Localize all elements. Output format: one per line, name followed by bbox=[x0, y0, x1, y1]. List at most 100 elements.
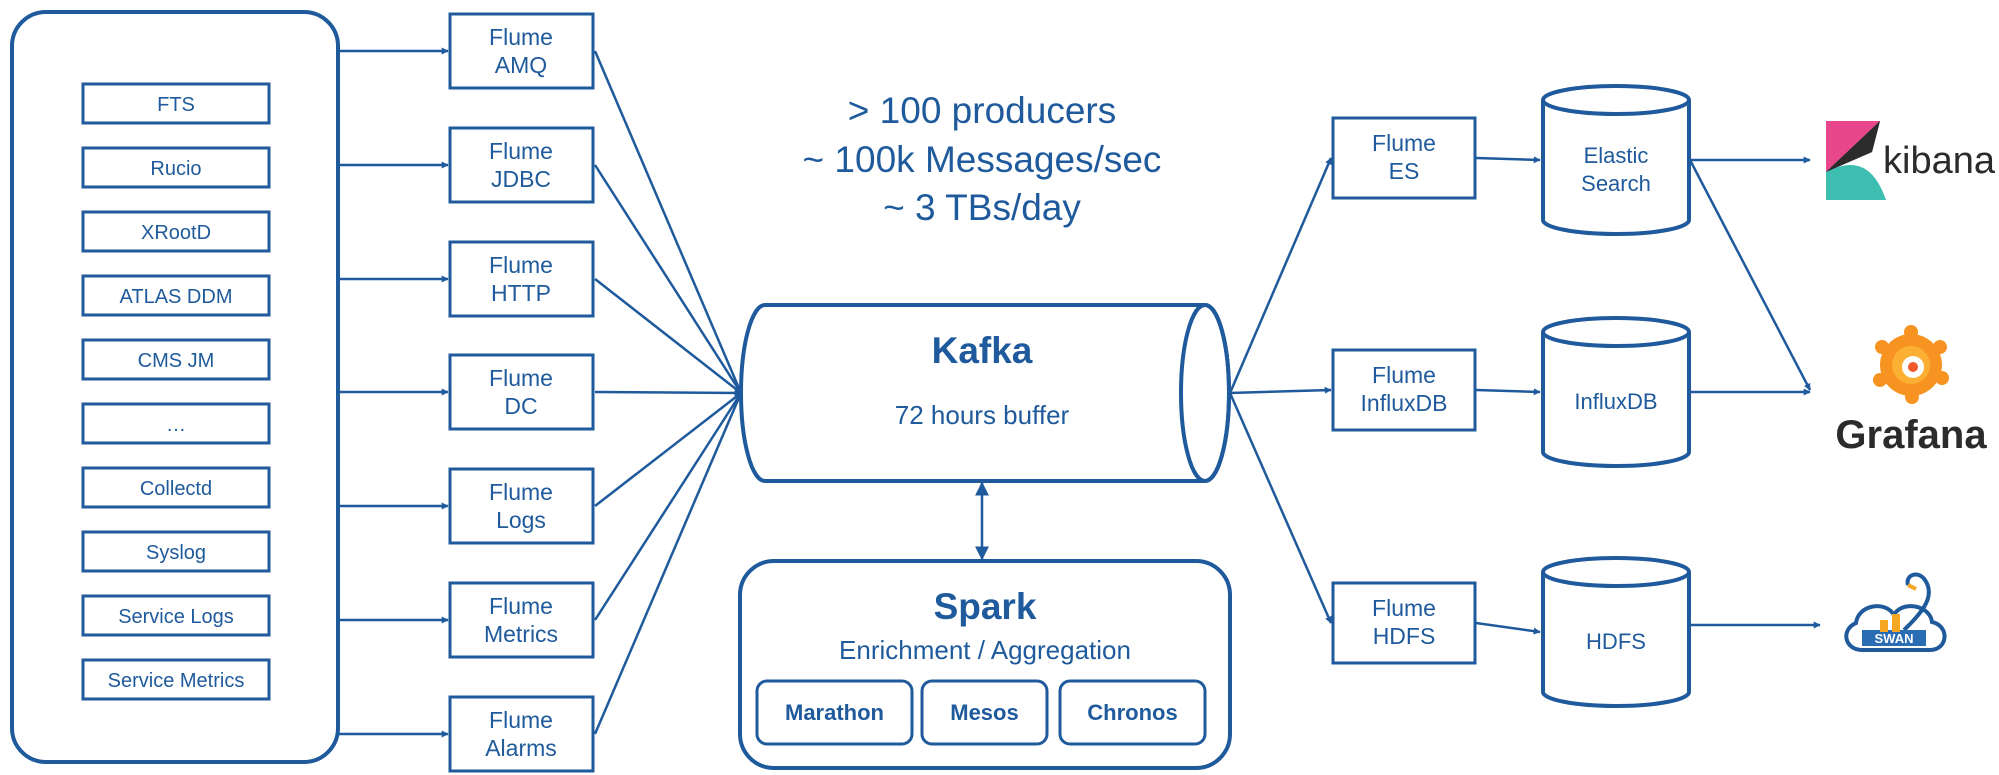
flume-input-line2: AMQ bbox=[495, 52, 547, 78]
flume-to-kafka-arrow bbox=[594, 389, 742, 397]
source-label: Service Metrics bbox=[108, 670, 245, 692]
stat-volume: ~ 3 TBs/day bbox=[883, 187, 1081, 228]
sources-container bbox=[10, 10, 340, 764]
flume-to-kafka-arrow bbox=[593, 392, 743, 621]
swan-logo: SWAN bbox=[1844, 572, 1947, 652]
source-label: Collectd bbox=[140, 478, 212, 500]
flume-to-store-arrow bbox=[1475, 388, 1541, 396]
grafana-logo: Grafana bbox=[1835, 325, 1987, 457]
flume-to-kafka-arrow bbox=[594, 392, 742, 507]
source-item: Syslog bbox=[81, 530, 271, 573]
source-item: Collectd bbox=[81, 466, 271, 509]
kafka-buffer: Kafka 72 hours buffer bbox=[739, 303, 1231, 483]
flume-to-kafka-arrow bbox=[593, 50, 743, 394]
flume-input-line1: Flume bbox=[489, 138, 553, 164]
source-label: Service Logs bbox=[118, 606, 234, 628]
flume-to-kafka-arrow bbox=[593, 392, 743, 735]
flume-input-line1: Flume bbox=[489, 593, 553, 619]
spark-module: Marathon bbox=[755, 679, 914, 746]
spark-subtitle: Enrichment / Aggregation bbox=[839, 635, 1131, 665]
storage-label-line1: Elastic bbox=[1584, 143, 1649, 168]
kibana-wordmark: kibana bbox=[1883, 140, 1996, 182]
flume-input-line2: Alarms bbox=[485, 735, 557, 761]
flume-input-line1: Flume bbox=[489, 24, 553, 50]
flume-input-line1: Flume bbox=[489, 252, 553, 278]
source-item: Rucio bbox=[81, 146, 271, 189]
storage-cylinder: HDFS bbox=[1541, 556, 1691, 708]
source-label: Rucio bbox=[150, 158, 201, 180]
flume-input-line2: JDBC bbox=[491, 166, 551, 192]
source-label: XRootD bbox=[141, 222, 211, 244]
kafka-to-flume-arrow bbox=[1228, 157, 1333, 394]
source-item: Service Logs bbox=[81, 594, 271, 637]
source-label: CMS JM bbox=[138, 350, 215, 372]
flume-to-kafka-arrow bbox=[594, 278, 742, 394]
flume-input-line1: Flume bbox=[489, 365, 553, 391]
spark-title: Spark bbox=[934, 586, 1037, 627]
spark-module-label: Chronos bbox=[1087, 700, 1177, 725]
flume-input-line2: Logs bbox=[496, 507, 546, 533]
grafana-wordmark: Grafana bbox=[1835, 413, 1987, 457]
spark-modules: Marathon Mesos Chronos bbox=[755, 679, 1207, 746]
flume-to-kafka-arrow bbox=[593, 164, 743, 394]
kafka-subtitle: 72 hours buffer bbox=[895, 400, 1070, 430]
kafka-to-flume-arrow bbox=[1228, 392, 1333, 624]
swan-wordmark: SWAN bbox=[1875, 631, 1914, 646]
source-label: FTS bbox=[157, 94, 195, 116]
stat-producers: > 100 producers bbox=[848, 90, 1116, 131]
spark-module: Mesos bbox=[920, 679, 1049, 746]
source-item: ATLAS DDM bbox=[81, 274, 271, 317]
flume-to-store-arrow bbox=[1475, 156, 1541, 164]
kafka-to-flume-arrow bbox=[1229, 386, 1332, 395]
source-item: FTS bbox=[81, 82, 271, 125]
spark-module-label: Mesos bbox=[950, 700, 1018, 725]
store-to-grafana-arrow bbox=[1688, 159, 1812, 391]
source-item: CMS JM bbox=[81, 338, 271, 381]
source-label: … bbox=[166, 414, 186, 436]
flume-output-line1: Flume bbox=[1372, 595, 1436, 621]
source-item: XRootD bbox=[81, 210, 271, 253]
storage-label-line2: Search bbox=[1581, 171, 1651, 196]
flume-output-line1: Flume bbox=[1372, 130, 1436, 156]
flume-input-line1: Flume bbox=[489, 707, 553, 733]
throughput-stats: > 100 producers ~ 100k Messages/sec ~ 3 … bbox=[803, 90, 1162, 228]
storage-label: HDFS bbox=[1586, 629, 1646, 654]
flume-input-line2: DC bbox=[504, 393, 537, 419]
spark-module: Chronos bbox=[1058, 679, 1207, 746]
stat-messages: ~ 100k Messages/sec bbox=[803, 139, 1162, 180]
kafka-title: Kafka bbox=[932, 330, 1033, 371]
source-label: Syslog bbox=[146, 542, 206, 564]
flume-output-line2: HDFS bbox=[1373, 623, 1436, 649]
flume-input-line2: HTTP bbox=[491, 280, 551, 306]
flume-input-line1: Flume bbox=[489, 479, 553, 505]
source-item: … bbox=[81, 402, 271, 445]
flume-output-line1: Flume bbox=[1372, 362, 1436, 388]
source-label: ATLAS DDM bbox=[120, 286, 233, 308]
flume-output-line2: InfluxDB bbox=[1361, 390, 1448, 416]
kibana-logo: kibana bbox=[1826, 121, 1996, 200]
flume-to-store-arrow bbox=[1475, 621, 1541, 635]
kibana-teal-shape bbox=[1826, 165, 1886, 200]
flume-input-line2: Metrics bbox=[484, 621, 558, 647]
flume-output-line2: ES bbox=[1389, 158, 1420, 184]
spark-module-label: Marathon bbox=[785, 700, 884, 725]
connectors bbox=[338, 47, 1821, 738]
storage-label: InfluxDB bbox=[1574, 389, 1657, 414]
storage-cylinder: InfluxDB bbox=[1541, 316, 1691, 468]
source-item: Service Metrics bbox=[81, 658, 271, 701]
